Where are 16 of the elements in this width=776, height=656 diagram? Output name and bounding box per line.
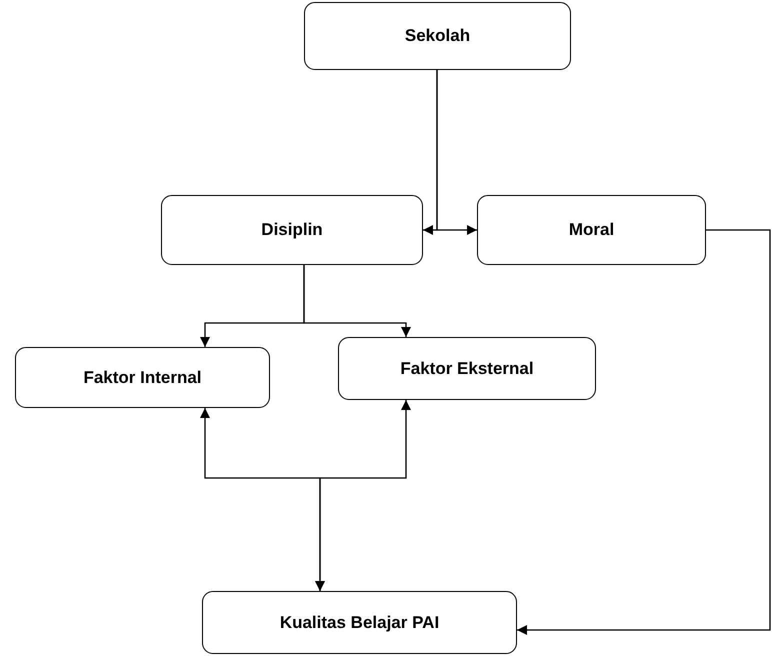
process-box [338,337,596,400]
box-label: Sekolah [404,26,470,46]
process-box [304,2,571,70]
connector-arrow [303,265,411,337]
process-box [15,347,270,408]
box-label: Faktor Internal [83,368,202,388]
box-label: Faktor Eksternal [400,358,534,378]
process-box [161,195,423,265]
connector-arrow [517,229,771,635]
connector-arrow [315,400,411,591]
connector-arrow [436,70,477,235]
process-box [477,195,706,265]
box-label: Kualitas Belajar PAI [280,612,440,632]
process-box [202,591,517,654]
box-label: Moral [568,220,614,240]
box-label: Disiplin [261,220,323,240]
